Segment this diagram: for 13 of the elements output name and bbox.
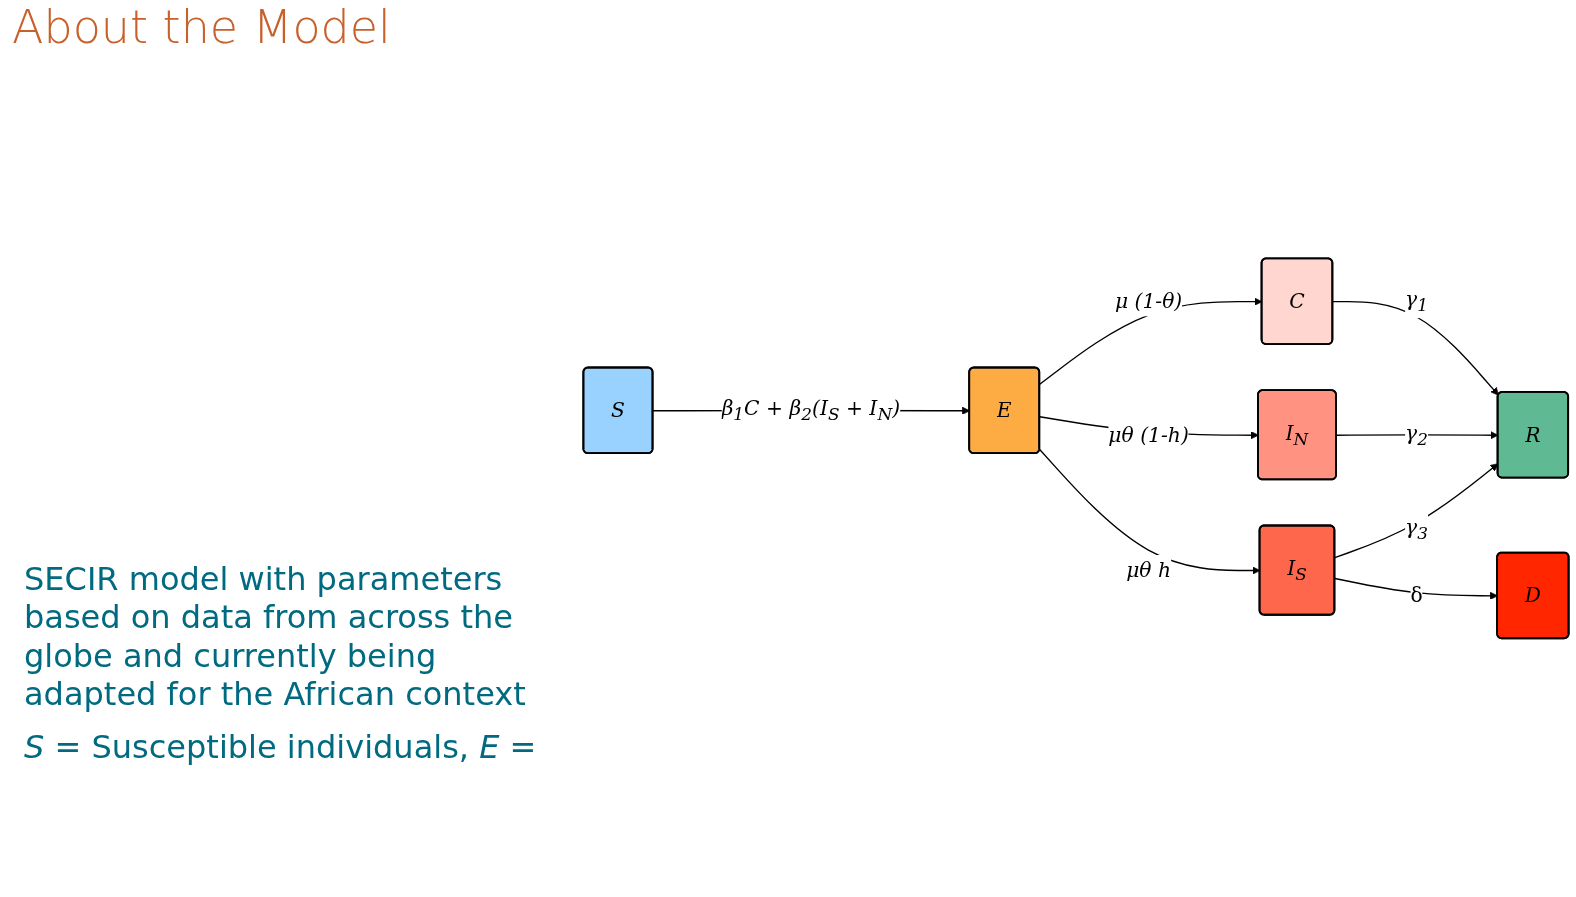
arrow	[1334, 577, 1498, 601]
title: About the Model	[12, 0, 391, 54]
edge-label: μθ (1-h)	[1108, 423, 1189, 447]
edge-label: γ$_{1}$	[1405, 288, 1428, 316]
edge-label: β$_{1}$C + β$_{2}$(I$_{S}$ + I$_{N}$)	[721, 397, 901, 425]
edge-label: γ$_{2}$	[1405, 421, 1428, 449]
edge-label: μθ h	[1126, 558, 1172, 582]
edge-label: μ (1-θ)	[1114, 289, 1183, 313]
edge-label: δ	[1410, 584, 1423, 608]
arrow	[1332, 301, 1499, 396]
edge-label: γ$_{3}$	[1405, 515, 1428, 543]
note-text: S = Susceptible individuals, E =	[24, 727, 538, 766]
note-text: SECIR model with parameters based on data from across the globe and currently being adapted for the African context	[24, 560, 527, 714]
